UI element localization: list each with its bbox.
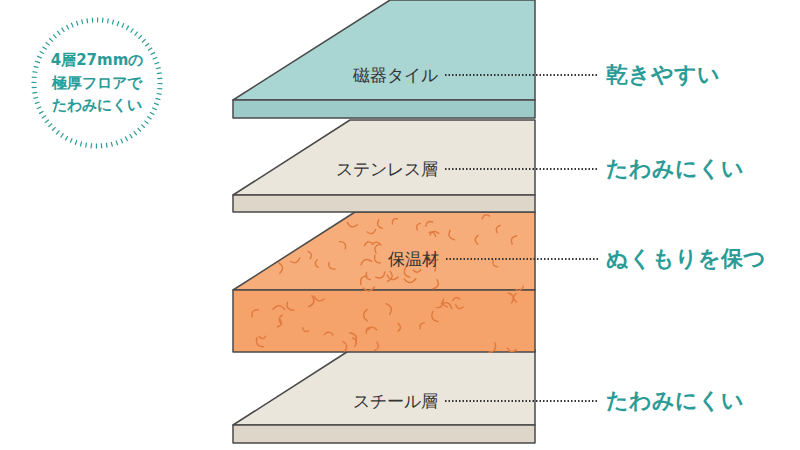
texture-stroke (443, 299, 448, 307)
texture-stroke (367, 230, 376, 234)
texture-stroke (413, 270, 420, 272)
texture-stroke (416, 223, 420, 230)
texture-stroke (343, 342, 347, 352)
layer-label-box: 磁器タイル (351, 64, 440, 86)
texture-stroke (366, 328, 371, 334)
texture-stroke (273, 306, 285, 310)
texture-stroke (392, 219, 397, 224)
layer-label-box: スチール層 (351, 390, 440, 412)
texture-stroke (404, 279, 416, 283)
texture-stroke (489, 343, 496, 353)
texture-stroke (456, 305, 464, 309)
texture-stroke (291, 258, 300, 263)
texture-stroke (314, 296, 324, 301)
texture-stroke (366, 273, 370, 280)
benefit-text: たわみにくい (606, 388, 744, 414)
texture-stroke (378, 220, 383, 229)
insulation-texture (252, 215, 523, 352)
texture-stroke (329, 263, 335, 269)
stainless-top (233, 120, 535, 195)
leader-line (445, 74, 599, 76)
layer-label-box: ステンレス層 (334, 158, 440, 180)
badge-circle: 4層27mmの 極厚フロアで たわみにくい (30, 16, 164, 150)
texture-stroke (375, 244, 380, 253)
tile-front (233, 100, 535, 118)
texture-stroke (433, 280, 438, 289)
layer-name: 磁器タイル (351, 64, 440, 86)
leader-line (446, 258, 599, 260)
texture-stroke (507, 348, 516, 352)
texture-stroke (277, 319, 281, 327)
benefit-text: 乾きやすい (606, 62, 720, 88)
texture-stroke (347, 222, 357, 226)
texture-stroke (259, 336, 266, 338)
texture-stroke (364, 309, 368, 320)
badge-text: 4層27mmの 極厚フロアで たわみにくい (45, 49, 149, 117)
texture-stroke (303, 328, 309, 332)
texture-stroke (279, 263, 283, 273)
texture-stroke (508, 293, 513, 303)
texture-stroke (388, 271, 393, 281)
benefit-text: たわみにくい (606, 156, 744, 182)
texture-stroke (420, 323, 424, 329)
layer-name: スチール層 (351, 390, 440, 412)
insulation-front (233, 290, 535, 352)
texture-stroke (340, 242, 346, 249)
texture-stroke (365, 242, 373, 246)
texture-stroke (376, 272, 385, 278)
texture-stroke (374, 255, 380, 263)
texture-stroke (429, 232, 436, 236)
steel-front (233, 425, 535, 443)
stainless-front (233, 195, 535, 212)
texture-stroke (287, 302, 294, 310)
texture-stroke (252, 310, 258, 317)
right-ground (536, 0, 800, 450)
texture-stroke (309, 296, 314, 307)
insulation-top (233, 212, 535, 290)
texture-stroke (515, 286, 523, 290)
texture-stroke (432, 311, 438, 321)
texture-stroke (363, 287, 374, 291)
texture-stroke (426, 222, 433, 227)
texture-stroke (361, 259, 372, 264)
tile-top (233, 0, 535, 100)
layer-name: ステンレス層 (334, 158, 440, 180)
texture-stroke (453, 298, 460, 301)
benefit-text: ぬくもりを保つ (606, 246, 766, 272)
texture-stroke (374, 342, 378, 351)
layer-name: 保温材 (386, 248, 441, 270)
texture-stroke (511, 236, 516, 244)
texture-stroke (493, 260, 498, 267)
layer-label-box: 保温材 (386, 248, 441, 270)
texture-stroke (350, 333, 357, 343)
texture-stroke (308, 251, 312, 258)
texture-stroke (475, 235, 478, 244)
texture-stroke (449, 230, 455, 240)
texture-stroke (496, 225, 500, 232)
texture-stroke (482, 215, 490, 219)
leader-line (445, 400, 599, 402)
texture-stroke (315, 260, 318, 268)
texture-stroke (398, 324, 400, 332)
texture-stroke (324, 332, 333, 335)
texture-stroke (514, 294, 517, 303)
texture-stroke (386, 304, 391, 315)
leader-line (445, 168, 599, 170)
steel-top (233, 350, 535, 425)
